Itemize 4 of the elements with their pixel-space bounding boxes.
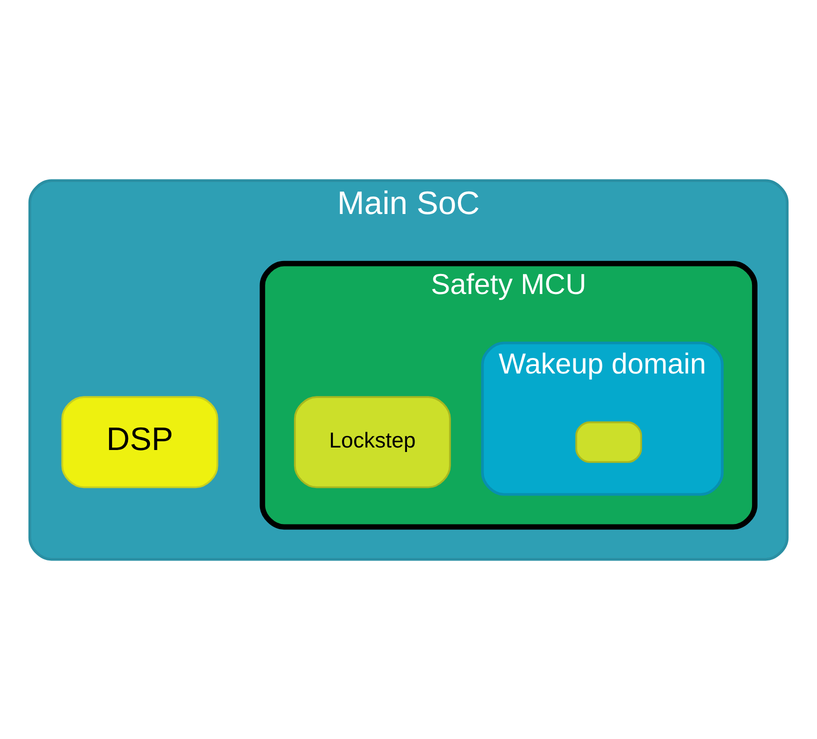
node-box: DSP <box>61 396 218 488</box>
node-box <box>575 420 642 462</box>
node-box: Lockstep <box>294 396 451 488</box>
cluster: Wakeup domain <box>481 341 724 496</box>
